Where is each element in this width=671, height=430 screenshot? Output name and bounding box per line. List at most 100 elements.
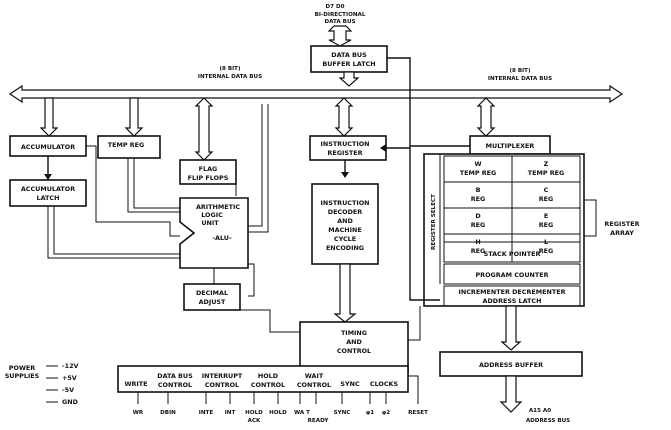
instruction-register: INSTRUCTION REGISTER <box>309 135 387 161</box>
register-select-label: REGISTER SELECT <box>431 194 437 250</box>
sync-label: SYNC <box>340 380 360 388</box>
decoder-label-5: CYCLE <box>334 235 356 243</box>
reg-e-sub: REG <box>539 221 554 229</box>
data-bus-control-2: CONTROL <box>158 381 192 389</box>
register-array-label-2: ARRAY <box>610 229 634 237</box>
hold-control-2: CONTROL <box>251 381 285 389</box>
data-bus-pins: D7 D0 <box>325 4 344 10</box>
power-title-1: POWER <box>9 364 36 372</box>
decoder-label-2: DECODER <box>328 208 362 216</box>
buffer-latch-label-1: DATA BUS <box>331 51 367 59</box>
multiplexer: MULTIPLEXER <box>469 135 551 155</box>
acc-to-latch-arrow <box>44 174 52 180</box>
flag-label-1: FLAG <box>199 165 218 173</box>
pin-int: INT <box>225 410 236 416</box>
alu-label-3: UNIT <box>201 219 219 227</box>
alu: ARITHMETIC LOGIC UNIT -ALU- <box>179 197 249 269</box>
acc-latch-label-2: LATCH <box>37 194 60 202</box>
decimal-adjust: DECIMAL ADJUST <box>183 283 241 311</box>
decimal-adjust-label-2: ADJUST <box>199 298 226 306</box>
pin-phi1: φ1 <box>366 410 374 416</box>
acc-latch-label-1: ACCUMULATOR <box>21 185 75 193</box>
reg-d-sub: REG <box>471 221 486 229</box>
internal-bus-left-2: INTERNAL DATA BUS <box>198 74 262 80</box>
reg-b-sub: REG <box>471 195 486 203</box>
temp-reg-label: TEMP REG <box>108 141 145 149</box>
incdec-to-addrbuf <box>500 305 522 351</box>
ir-label-2: REGISTER <box>327 149 362 157</box>
accumulator-label: ACCUMULATOR <box>21 143 75 151</box>
power-neg12v: -12V <box>62 362 79 370</box>
pin-phi2: φ2 <box>382 410 390 416</box>
reg-c-label: C <box>544 186 549 194</box>
address-buffer-label: ADDRESS BUFFER <box>479 361 543 369</box>
reg-z-sub: TEMP REG <box>528 169 565 177</box>
register-array-label-1: REGISTER <box>604 220 639 228</box>
data-bus-arrow <box>327 25 353 47</box>
timing-and-control: TIMING AND CONTROL <box>299 321 409 373</box>
pin-hlda: HOLD <box>269 410 287 416</box>
decoder-label-1: INSTRUCTION <box>320 199 369 207</box>
program-counter: PROGRAM COUNTER <box>443 263 581 285</box>
stack-pointer-label: STACK POINTER <box>484 250 541 258</box>
interrupt-control-1: INTERRUPT <box>202 372 243 380</box>
register-array: REGISTER SELECT <box>423 153 585 307</box>
buffer-to-bus-arrow <box>338 71 360 87</box>
alu-wiring <box>47 104 269 297</box>
buffer-latch-label-2: BUFFER LATCH <box>322 60 375 68</box>
register-c: C REG <box>539 186 554 203</box>
hold-control-1: HOLD <box>258 372 278 380</box>
reg-e-label: E <box>544 212 548 220</box>
register-e: E REG <box>539 212 554 229</box>
data-bus-label-2: DATA BUS <box>324 19 355 25</box>
control-pin-lines <box>137 375 419 404</box>
wait-control-2: CONTROL <box>297 381 331 389</box>
stack-pointer: STACK POINTER <box>443 241 581 263</box>
data-bus-label-1: BI-DIRECTIONAL <box>315 12 366 18</box>
pin-wr: WR <box>133 410 144 416</box>
temp-register: TEMP REG <box>97 135 161 159</box>
instruction-decoder: INSTRUCTION DECODER AND MACHINE CYCLE EN… <box>311 183 379 265</box>
address-bus-pins: A15 A0 <box>529 408 551 414</box>
accumulator-latch: ACCUMULATOR LATCH <box>9 179 87 207</box>
pin-reset: RESET <box>408 410 428 416</box>
alu-label-1: ARITHMETIC <box>196 203 240 211</box>
alu-label-2: LOGIC <box>201 211 223 219</box>
accumulator: ACCUMULATOR <box>9 135 87 157</box>
ir-to-decoder-arrow <box>341 172 349 178</box>
power-title-2: SUPPLIES <box>5 372 40 380</box>
reg-w-label: W <box>474 160 481 168</box>
alu-label-4: -ALU- <box>212 234 232 242</box>
decoder-label-3: AND <box>337 217 353 225</box>
pin-sync: SYNC <box>334 410 351 416</box>
internal-data-bus <box>8 84 624 104</box>
ir-label-1: INSTRUCTION <box>320 140 369 148</box>
internal-bus-right-1: (8 BIT) <box>509 68 531 74</box>
right-data-path <box>380 57 470 301</box>
register-b: B REG <box>471 186 486 203</box>
register-z: Z TEMP REG <box>528 160 565 177</box>
pin-inte: INTE <box>199 410 214 416</box>
program-counter-label: PROGRAM COUNTER <box>475 271 548 279</box>
pin-wait: WA T <box>294 410 310 416</box>
reg-b-label: B <box>476 186 481 194</box>
power-gnd: GND <box>62 398 78 406</box>
wait-control-1: WAIT <box>305 372 324 380</box>
multiplexer-label: MULTIPLEXER <box>486 142 535 150</box>
pin-ready: READY <box>308 418 330 424</box>
reg-w-sub: TEMP REG <box>460 169 497 177</box>
decoder-label-4: MACHINE <box>328 226 361 234</box>
write-label: WRITE <box>124 380 147 388</box>
flag-flip-flops: FLAG FLIP FLOPS <box>179 159 237 185</box>
register-w: W TEMP REG <box>460 160 497 177</box>
power-pos5v: +5V <box>62 374 77 382</box>
data-bus-control-1: DATA BUS <box>157 372 193 380</box>
register-d: D REG <box>471 212 486 229</box>
interrupt-control-2: CONTROL <box>205 381 239 389</box>
pin-dbin: DBIN <box>160 410 176 416</box>
timing-to-regs <box>408 306 421 341</box>
inc-dec-label-2: ADDRESS LATCH <box>483 297 542 305</box>
address-buffer: ADDRESS BUFFER <box>439 351 583 377</box>
